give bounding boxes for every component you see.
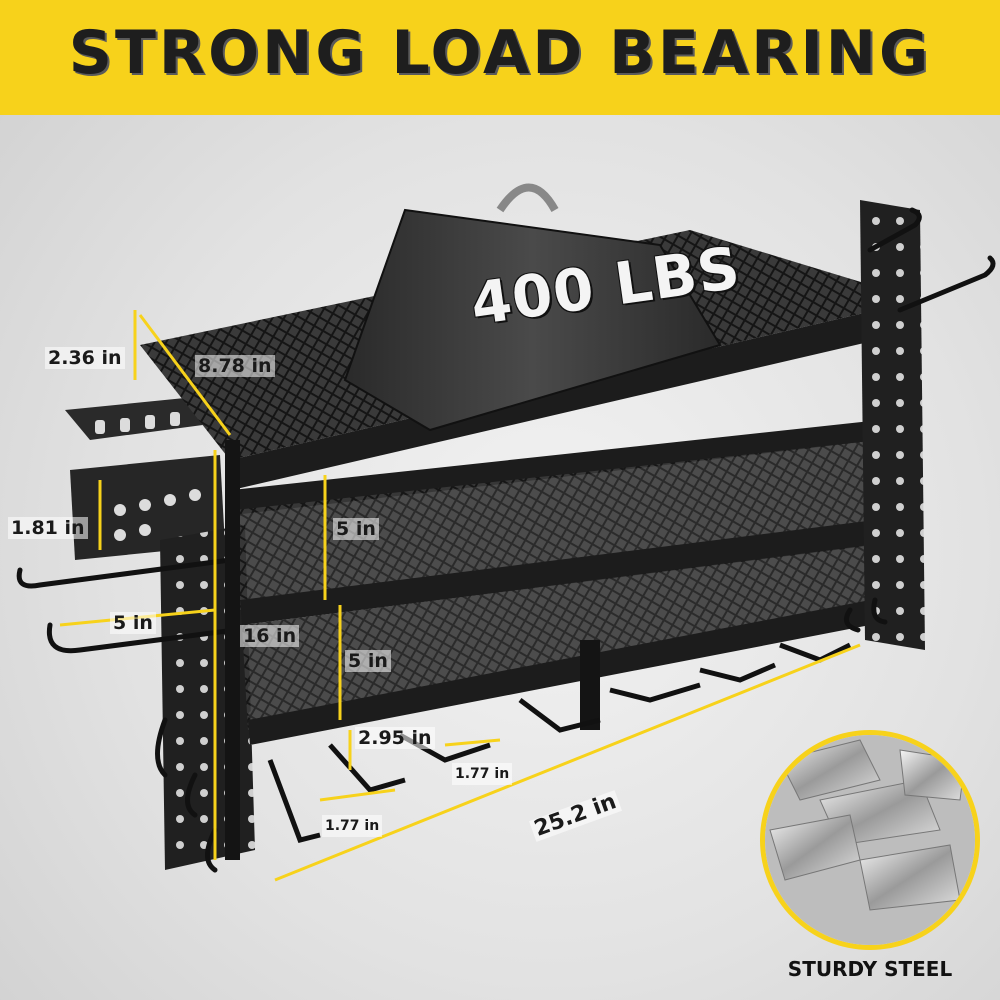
title-banner: STRONG LOAD BEARING: [0, 0, 1000, 115]
dim-side-height: 1.81 in: [8, 517, 88, 539]
dim-slot-width-left: 1.77 in: [322, 815, 383, 837]
dim-slot-width-right: 1.77 in: [452, 763, 513, 785]
banner-title: STRONG LOAD BEARING: [68, 18, 932, 88]
tool-rack-illustration: [16, 183, 996, 950]
right-hooks: [843, 207, 996, 633]
sturdy-steel-badge: [760, 730, 980, 950]
dim-hook-length: 5 in: [110, 612, 156, 634]
dim-shelf-gap-upper: 5 in: [333, 518, 379, 540]
weight-block: [343, 183, 722, 432]
dim-depth-left: 2.36 in: [45, 347, 125, 369]
dim-slot-depth: 2.95 in: [355, 727, 435, 749]
dim-total-height: 16 in: [240, 625, 300, 647]
dim-width-top: 8.78 in: [195, 355, 275, 377]
dim-shelf-gap-lower: 5 in: [345, 650, 391, 672]
badge-caption: STURDY STEEL: [787, 957, 953, 981]
left-hooks: [16, 557, 238, 873]
